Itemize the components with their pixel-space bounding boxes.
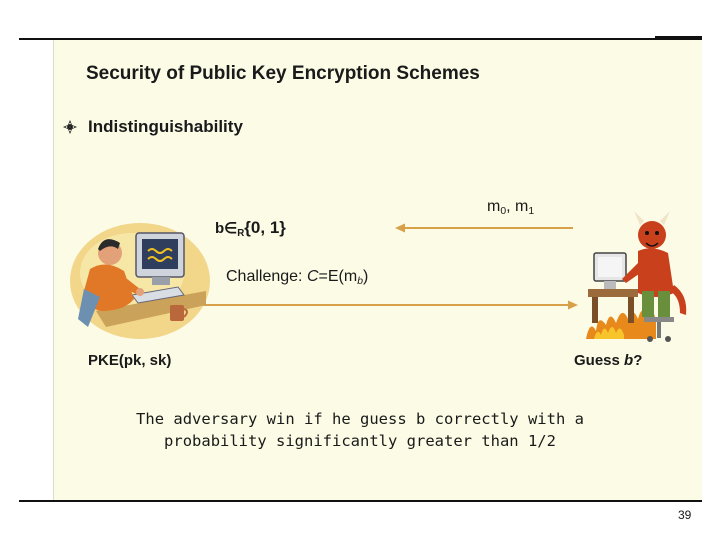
devil-adversary-illustration	[586, 211, 687, 342]
bullet-label: Indistinguishability	[88, 117, 243, 136]
guess-label: Guess b?	[574, 352, 643, 369]
note-line-2: probability significantly greater than 1…	[164, 432, 556, 450]
random-bit-label: b∈R{0, 1}	[215, 218, 286, 239]
top-rule-accent	[655, 36, 702, 39]
messages-label: m0, m1	[487, 198, 535, 217]
diamond-flower-icon	[63, 120, 77, 134]
slide-title: Security of Public Key Encryption Scheme…	[86, 63, 480, 84]
note-line-1: The adversary win if he guess b correctl…	[136, 410, 584, 428]
challenge-label: Challenge: C=E(mb)	[226, 268, 369, 287]
page-number: 39	[678, 508, 692, 522]
messages-arrow	[395, 223, 573, 233]
challenge-arrow	[188, 300, 578, 310]
keypair-label: PKE(pk, sk)	[88, 352, 172, 369]
adversary-advantage-note: The adversary win if he guess b correctl…	[0, 408, 720, 452]
bottom-rule	[19, 500, 702, 502]
top-rule	[19, 38, 702, 40]
left-divider	[53, 40, 54, 500]
user-at-computer-illustration	[70, 223, 210, 339]
